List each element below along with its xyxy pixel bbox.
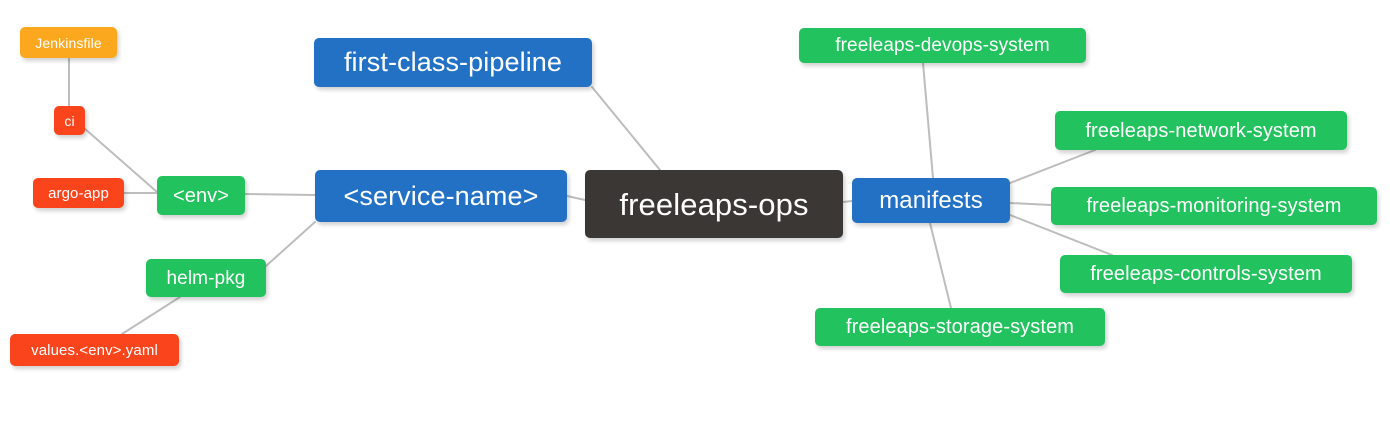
node-label-argo-app: argo-app [48,184,109,202]
edge-helm-pkg-to-values-yaml [121,296,181,335]
node-label-first-class-pipeline: first-class-pipeline [343,47,563,77]
node-label-env: <env> [172,184,230,207]
node-helm-pkg[interactable]: helm-pkg [146,259,266,297]
node-ci[interactable]: ci [54,106,85,135]
node-label-service-name: <service-name> [343,180,539,211]
node-label-values-yaml: values.<env>.yaml [31,341,158,359]
node-freeleaps-network-system[interactable]: freeleaps-network-system [1055,111,1347,150]
node-freeleaps-storage-system[interactable]: freeleaps-storage-system [815,308,1105,346]
node-freeleaps-devops-system[interactable]: freeleaps-devops-system [799,28,1086,63]
node-jenkinsfile[interactable]: Jenkinsfile [20,27,117,58]
node-label-freeleaps-monitoring-system: freeleaps-monitoring-system [1086,195,1342,217]
edge-manifests-to-freeleaps-network-system [1009,149,1096,184]
node-label-jenkinsfile: Jenkinsfile [35,34,102,51]
node-manifests[interactable]: manifests [852,178,1010,223]
node-label-helm-pkg: helm-pkg [166,267,246,289]
node-label-freeleaps-network-system: freeleaps-network-system [1085,119,1317,142]
node-freeleaps-monitoring-system[interactable]: freeleaps-monitoring-system [1051,187,1377,225]
node-env[interactable]: <env> [157,176,245,215]
node-label-freeleaps-controls-system: freeleaps-controls-system [1090,263,1322,285]
edge-manifests-to-freeleaps-storage-system [929,222,952,309]
edge-manifests-to-freeleaps-monitoring-system [1009,202,1052,206]
edge-freeleaps-ops-to-manifests [842,200,853,203]
edge-service-name-to-freeleaps-ops [566,195,586,201]
edge-manifests-to-freeleaps-devops-system [922,62,934,179]
node-label-manifests: manifests [879,186,983,214]
node-label-ci: ci [64,112,75,129]
node-freeleaps-ops[interactable]: freeleaps-ops [585,170,843,238]
edge-first-class-pipeline-to-freeleaps-ops [591,86,661,171]
node-label-freeleaps-devops-system: freeleaps-devops-system [835,35,1050,56]
edge-service-name-to-helm-pkg [265,221,316,267]
node-values-yaml[interactable]: values.<env>.yaml [10,334,179,366]
edge-env-to-service-name [244,193,316,196]
node-first-class-pipeline[interactable]: first-class-pipeline [314,38,592,87]
node-service-name[interactable]: <service-name> [315,170,567,222]
node-label-freeleaps-storage-system: freeleaps-storage-system [845,316,1075,338]
node-argo-app[interactable]: argo-app [33,178,124,208]
node-freeleaps-controls-system[interactable]: freeleaps-controls-system [1060,255,1352,293]
node-label-freeleaps-ops: freeleaps-ops [619,186,809,222]
